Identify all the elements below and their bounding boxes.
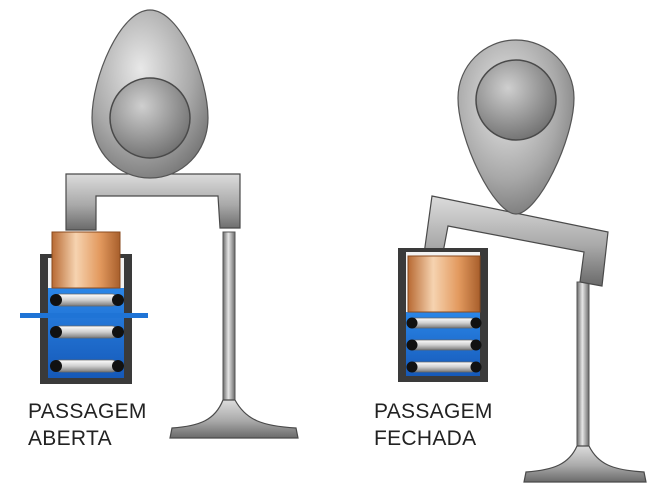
left-caption: PASSAGEM ABERTA (28, 398, 147, 452)
left-valve-head (169, 399, 299, 439)
right-cam-hub (475, 59, 557, 141)
right-caption-line-1: PASSAGEM (374, 400, 493, 423)
left-diagram-open (20, 9, 299, 439)
left-caption-line-2: ABERTA (28, 427, 112, 450)
right-valve-stem (576, 281, 590, 463)
right-valve-head (523, 445, 647, 483)
right-diagram-closed (398, 39, 647, 483)
left-passage-line (20, 313, 148, 318)
left-valve-stem (222, 231, 236, 419)
left-tappet-cap (51, 231, 121, 289)
left-spring (50, 293, 124, 373)
left-caption-line-1: PASSAGEM (28, 400, 147, 423)
right-tappet-cap (407, 255, 481, 313)
right-caption: PASSAGEM FECHADA (374, 398, 493, 452)
right-spring (406, 317, 482, 373)
left-rocker-arm (65, 173, 241, 231)
right-caption-line-2: FECHADA (374, 427, 477, 450)
left-cam-hub (109, 77, 191, 159)
